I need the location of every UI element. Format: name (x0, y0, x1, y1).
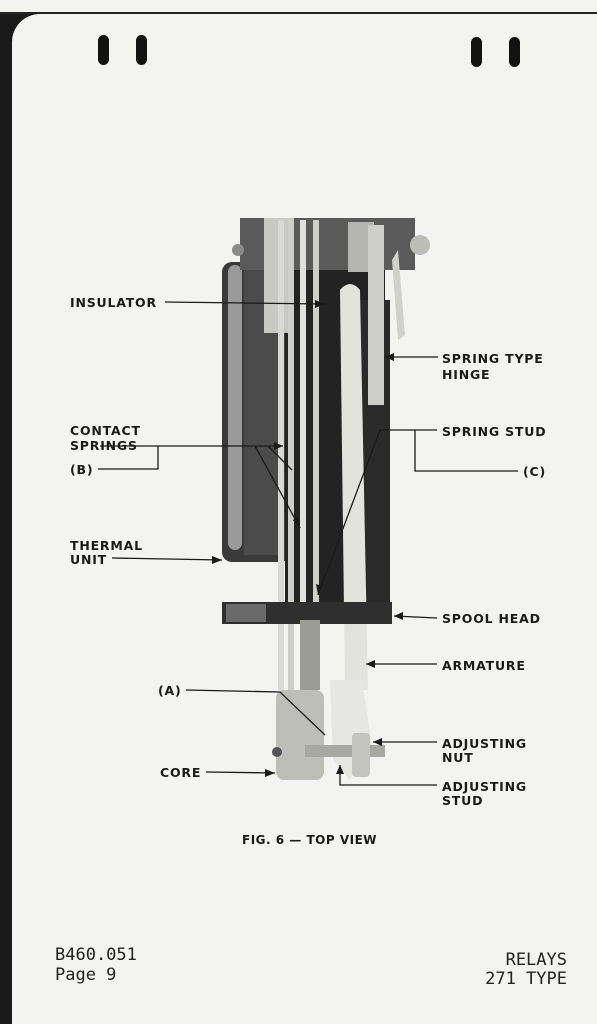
top-frame-screw-left (232, 244, 244, 256)
thermal-unit-winding (228, 265, 242, 550)
label-insulator: INSULATOR (70, 295, 157, 310)
label-contact-springs-line2: SPRINGS (70, 438, 138, 453)
label-adjusting-nut: ADJUSTING (442, 736, 527, 751)
figure-caption: FIG. 6 — TOP VIEW (242, 833, 377, 847)
adjusting-stud (305, 745, 385, 757)
label-spring-stud: SPRING STUD (442, 424, 547, 439)
binder-hole (471, 37, 482, 67)
binder-hole (509, 37, 520, 67)
contact-spring (288, 220, 294, 690)
spool-head-light (226, 604, 266, 622)
label-spool-head: SPOOL HEAD (442, 611, 541, 626)
adjusting-nut (352, 733, 370, 777)
label-b-marker: (B) (70, 462, 94, 477)
label-thermal-unit: THERMAL (70, 538, 143, 553)
label-spring-type-hinge: SPRING TYPE (442, 351, 544, 366)
contact-spring (278, 220, 284, 690)
core (276, 690, 324, 780)
hinge-arm (368, 225, 384, 405)
core-screw (272, 747, 282, 757)
footer-page-number: Page 9 (55, 965, 117, 985)
label-adjusting-nut-line2: NUT (442, 750, 474, 765)
label-core: CORE (160, 765, 202, 780)
top-frame-screw (410, 235, 430, 255)
armature-plate (340, 284, 368, 690)
contact-spring (300, 220, 306, 690)
label-contact-springs: CONTACT (70, 423, 141, 438)
page-top-edge (0, 0, 597, 14)
page-top-line (0, 12, 597, 15)
label-spring-type-hinge-line2: HINGE (442, 367, 491, 382)
label-adjusting-stud: ADJUSTING (442, 779, 527, 794)
label-thermal-unit-line2: UNIT (70, 552, 107, 567)
footer-relay-type: 271 TYPE (485, 969, 567, 989)
core-shade (300, 620, 320, 690)
label-a-marker: (A) (158, 683, 182, 698)
footer-doc-number: B460.051 (55, 945, 137, 965)
footer-section-title: RELAYS (505, 950, 567, 970)
contact-spring (313, 220, 319, 690)
binder-hole (136, 35, 147, 65)
spring-hinge (392, 250, 405, 340)
binder-hole (98, 35, 109, 65)
label-armature: ARMATURE (442, 658, 526, 673)
label-adjusting-stud-line2: STUD (442, 793, 484, 808)
label-c-marker: (C) (523, 464, 546, 479)
